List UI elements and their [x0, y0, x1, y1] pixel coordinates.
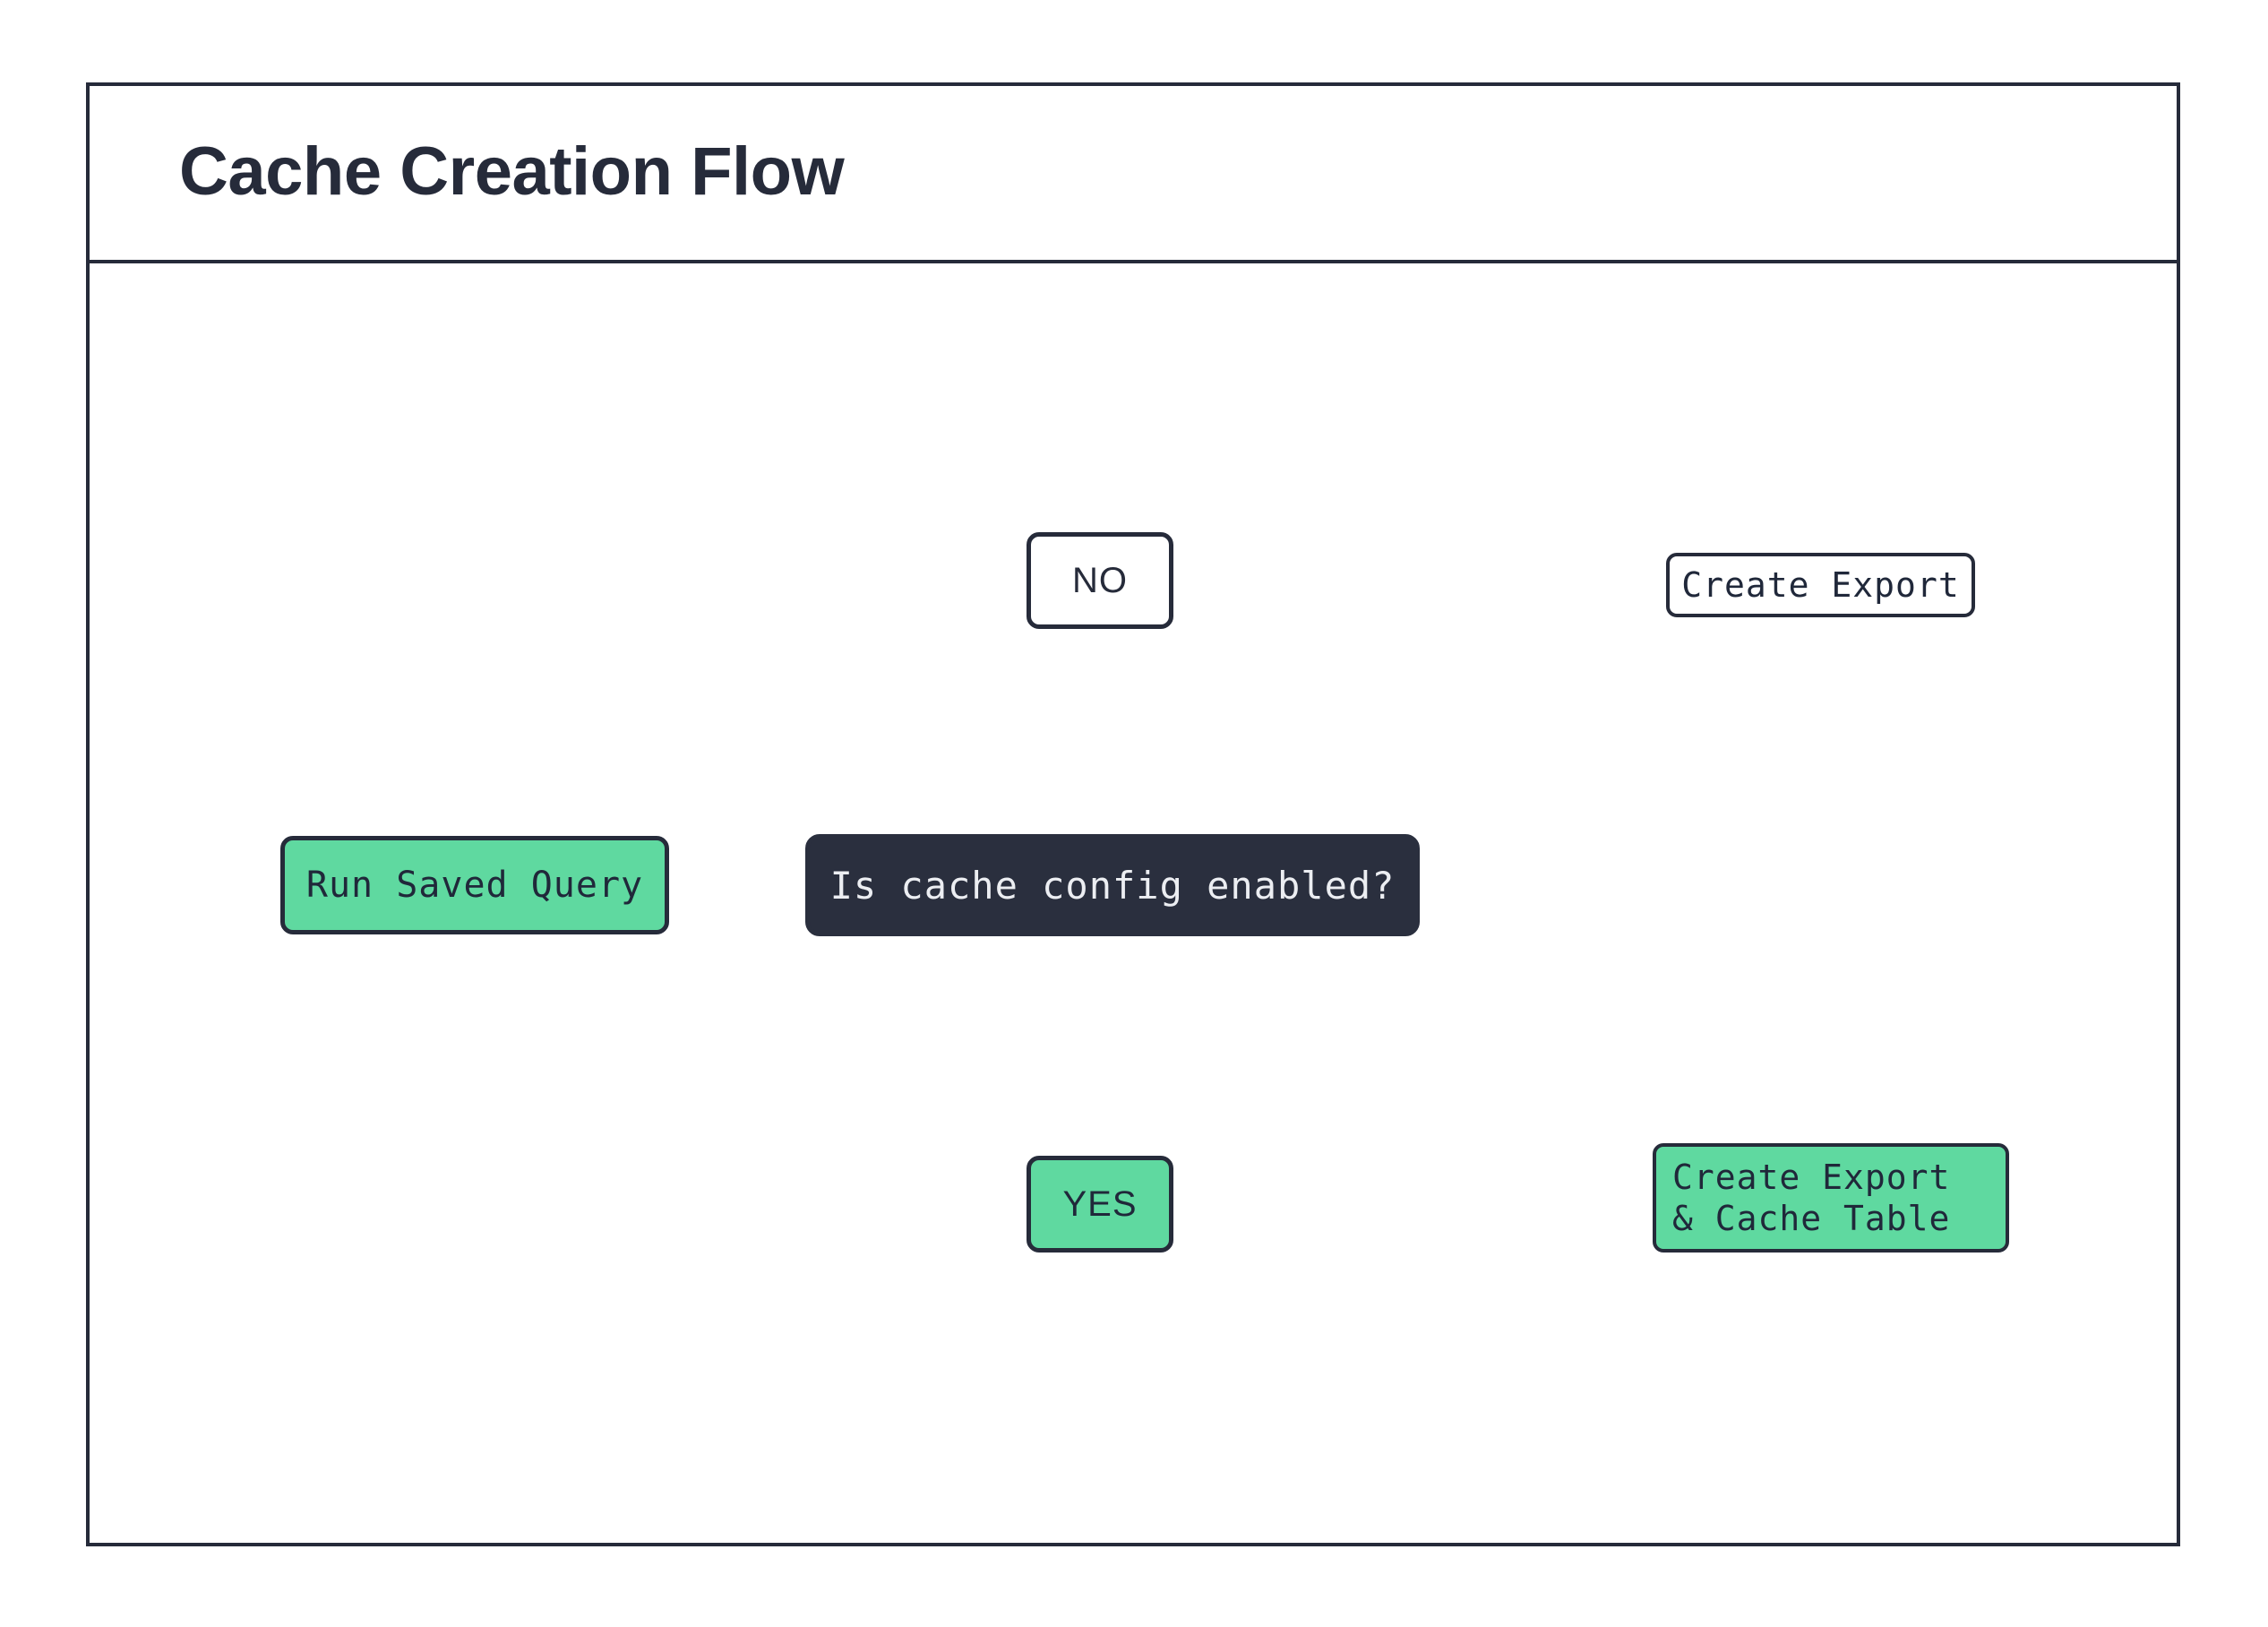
database-label-line-2: & Cache Table	[1672, 1199, 1951, 1238]
page-title: Cache Creation Flow	[179, 133, 845, 210]
database-label-create-export-and-cache-table[interactable]: Create Export & Cache Table	[1653, 1143, 2009, 1253]
node-run-saved-query[interactable]: Run Saved Query	[280, 836, 669, 934]
edge-label-yes[interactable]: YES	[1027, 1156, 1173, 1253]
node-is-cache-config-enabled[interactable]: Is cache config enabled?	[805, 834, 1420, 936]
database-label-line-1: Create Export	[1672, 1157, 1951, 1197]
edge-label-no[interactable]: NO	[1027, 532, 1173, 629]
diagram-frame	[86, 82, 2180, 1546]
diagram-title-bar: Cache Creation Flow	[86, 82, 2180, 263]
database-label-create-export[interactable]: Create Export	[1666, 553, 1975, 617]
